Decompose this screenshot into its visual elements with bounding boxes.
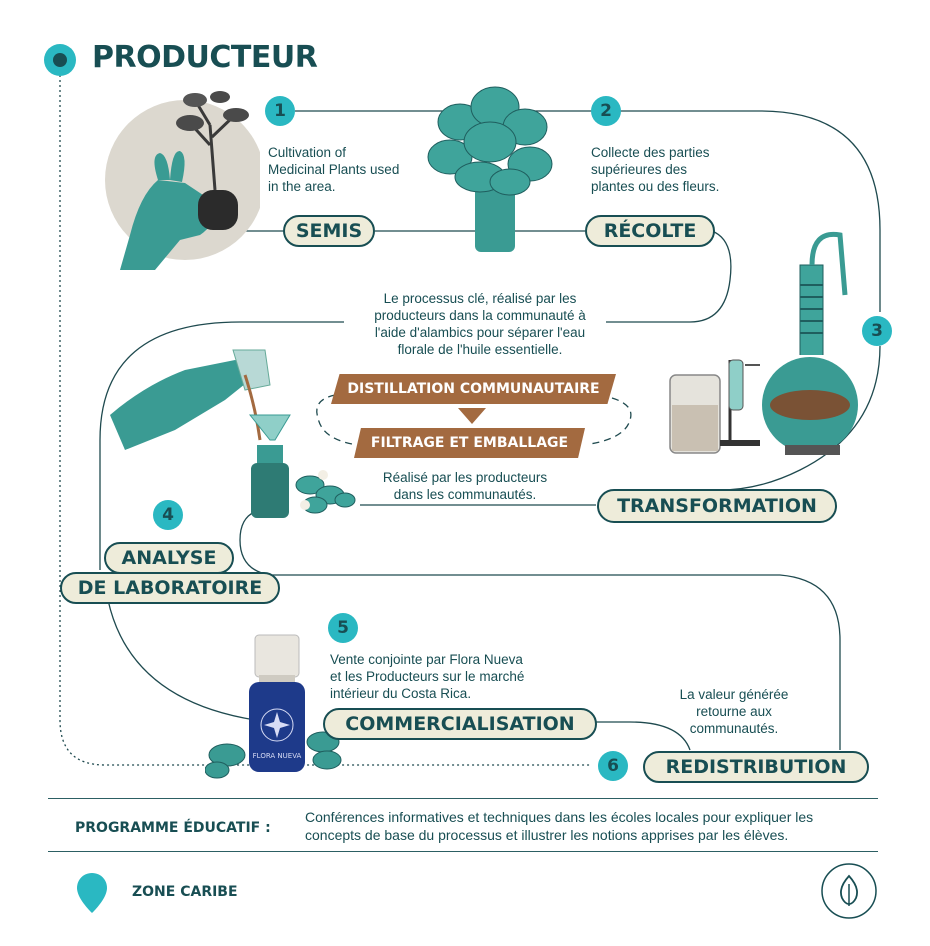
step-4-number: 4 bbox=[153, 500, 183, 530]
leaf-icon bbox=[821, 863, 877, 919]
essential-oil-bottle-illustration: FLORA NUEVA bbox=[205, 634, 342, 779]
label-analyse: ANALYSE bbox=[104, 542, 234, 574]
programme-text: Conférences informatives et techniques d… bbox=[305, 809, 814, 843]
label-redistribution: REDISTRIBUTION bbox=[643, 751, 869, 783]
filtrage-banner: FILTRAGE ET EMBALLAGE bbox=[354, 428, 585, 458]
page-title: PRODUCTEUR bbox=[92, 40, 318, 75]
divider-top bbox=[48, 798, 878, 799]
step-1-number: 1 bbox=[265, 96, 295, 126]
programme-label: PROGRAMME ÉDUCATIF : bbox=[75, 820, 271, 836]
alembic-illustration bbox=[669, 231, 858, 455]
step-1-description: Cultivation of Medicinal Plants used in … bbox=[268, 145, 400, 194]
bottle-brand-label: FLORA NUEVA bbox=[253, 752, 302, 760]
arrow-down-icon bbox=[458, 408, 486, 424]
header-dot-center bbox=[53, 53, 67, 67]
divider-bottom bbox=[48, 851, 878, 852]
step-6-description: La valeur générée retourne aux communaut… bbox=[679, 687, 789, 736]
harvest-herbs-illustration bbox=[427, 86, 553, 252]
step-3-description: Le processus clé, réalisé par les produc… bbox=[374, 291, 586, 357]
step-6-number: 6 bbox=[598, 751, 628, 781]
distillation-banner: DISTILLATION COMMUNAUTAIRE bbox=[331, 374, 616, 404]
pouring-hand-illustration bbox=[110, 349, 271, 450]
step-2-number: 2 bbox=[591, 96, 621, 126]
seedling-hand-illustration bbox=[105, 91, 260, 270]
step-5-description: Vente conjointe par Flora Nueva et les P… bbox=[330, 652, 525, 701]
label-recolte: RÉCOLTE bbox=[585, 215, 715, 247]
location-pin-icon bbox=[77, 873, 107, 913]
label-transformation: TRANSFORMATION bbox=[597, 489, 837, 523]
label-semis: SEMIS bbox=[283, 215, 375, 247]
step-5-number: 5 bbox=[328, 613, 358, 643]
step-3-number: 3 bbox=[862, 316, 892, 346]
label-de-laboratoire: DE LABORATOIRE bbox=[60, 572, 280, 604]
label-commercialisation: COMMERCIALISATION bbox=[323, 708, 597, 740]
filtering-bottle-illustration bbox=[248, 414, 356, 518]
zone-label: ZONE CARIBE bbox=[132, 884, 238, 900]
sub-process-note: Réalisé par les producteurs dans les com… bbox=[382, 470, 548, 502]
step-2-description: Collecte des parties supérieures des pla… bbox=[591, 145, 720, 194]
